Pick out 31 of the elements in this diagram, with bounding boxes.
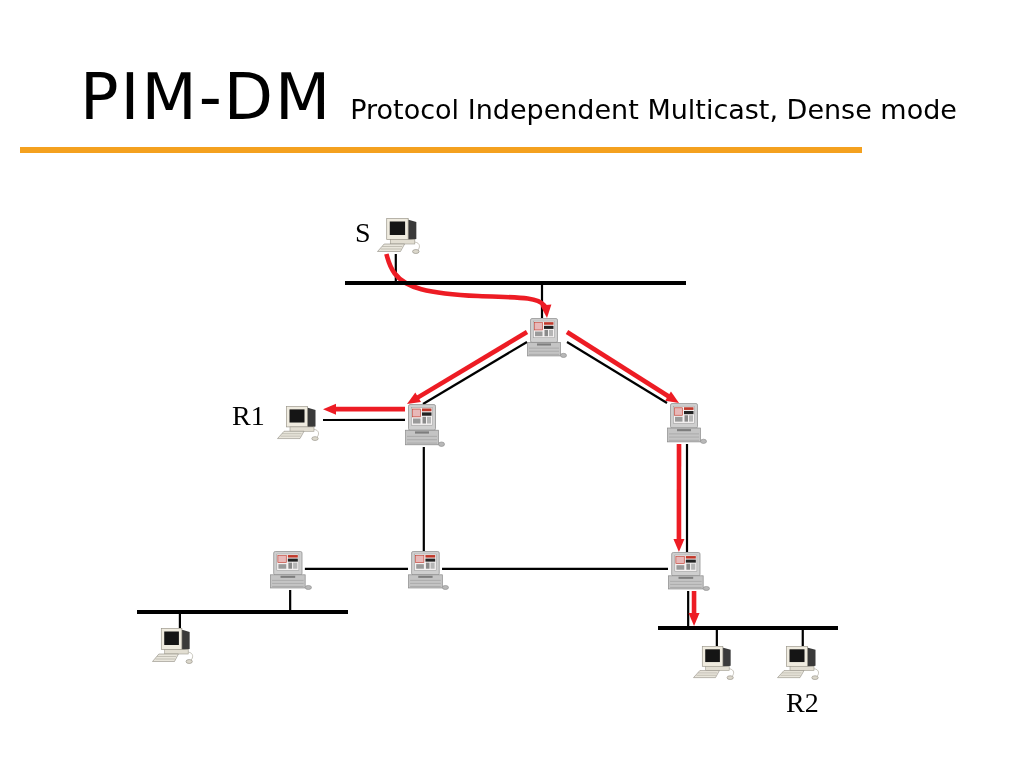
node-label: R2: [786, 689, 819, 717]
connection-line: [289, 590, 292, 610]
subtitle: Protocol Independent Multicast, Dense mode: [350, 96, 957, 123]
node-label: S: [355, 219, 371, 247]
connection-line: [422, 447, 425, 551]
connection-line: [715, 630, 718, 646]
arrow: [323, 403, 405, 415]
arrow: [407, 330, 529, 404]
slide-title: PIM-DM: [80, 65, 333, 129]
workstation-icon: [527, 318, 567, 358]
arrow: [688, 591, 700, 626]
node-label: R1: [232, 402, 265, 430]
arrow: [384, 253, 552, 318]
connection-line: [540, 285, 544, 318]
connection-line: [685, 444, 689, 552]
workstation-icon: [408, 551, 449, 590]
connection-line: [442, 567, 668, 571]
arrow: [565, 330, 679, 403]
connection-line: [394, 254, 397, 281]
workstation-icon: [405, 404, 445, 447]
workstation-icon: [667, 403, 707, 444]
connection-line: [323, 418, 405, 422]
connection-line: [304, 567, 408, 571]
connection-line: [422, 341, 528, 405]
arrow: [673, 444, 685, 552]
connection-line: [566, 341, 668, 404]
workstation-icon: [668, 552, 710, 591]
connection-line: [801, 630, 804, 646]
connection-line: [687, 591, 690, 626]
connection-line: [178, 614, 181, 628]
workstation-icon: [270, 551, 312, 590]
